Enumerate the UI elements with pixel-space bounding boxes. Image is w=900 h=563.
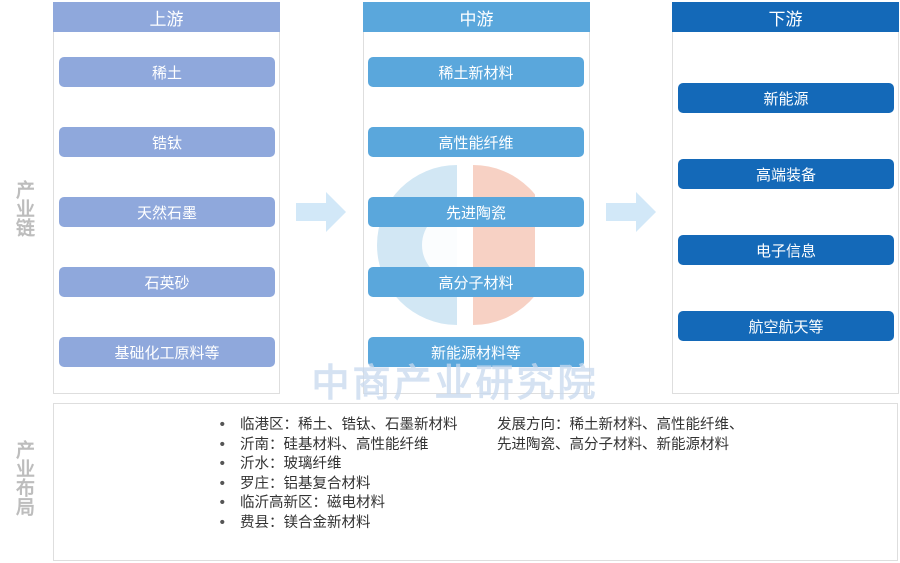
midstream-title: 中游 [459,9,494,30]
chain-side-label-text: 产业链 [13,180,35,237]
list-item: 费县：镁合金新材料 [218,514,468,534]
midstream-header: 中游 [363,2,590,32]
downstream-item-new-energy: 新能源 [678,83,894,113]
upstream-item-label: 天然石墨 [136,203,197,222]
downstream-item-electronic-information: 电子信息 [678,235,894,265]
region-list: 临港区：稀土、锆钛、石墨新材料 沂南：硅基材料、高性能纤维 沂水：玻璃纤维 罗庄… [218,416,468,533]
list-item: 临港区：稀土、锆钛、石墨新材料 [218,416,468,436]
upstream-item-label: 锆钛 [151,133,182,152]
watermark-text: 中商产业研究院 [311,361,599,405]
list-item: 沂水：玻璃纤维 [218,455,468,475]
downstream-title: 下游 [768,9,803,30]
arrow-right-icon [296,192,346,232]
downstream-item-aerospace: 航空航天等 [678,311,894,341]
midstream-item-label: 稀土新材料 [438,63,514,82]
upstream-item-basic-chemicals: 基础化工原料等 [59,337,275,367]
midstream-item-new-energy-materials: 新能源材料等 [368,337,584,367]
chain-side-label: 产业链 [12,180,36,237]
upstream-item-rare-earth: 稀土 [59,57,275,87]
upstream-title: 上游 [149,9,184,30]
layout-side-label-text: 产业布局 [13,440,35,516]
upstream-item-natural-graphite: 天然石墨 [59,197,275,227]
downstream-item-label: 新能源 [763,89,809,108]
downstream-item-label: 高端装备 [755,165,816,184]
midstream-item-label: 高分子材料 [438,273,514,292]
layout-box [53,403,898,561]
midstream-item-label: 先进陶瓷 [445,203,506,222]
downstream-header: 下游 [672,2,899,32]
midstream-item-rare-earth-materials: 稀土新材料 [368,57,584,87]
downstream-item-high-end-equipment: 高端装备 [678,159,894,189]
midstream-item-label: 高性能纤维 [438,133,514,152]
arrow-right-icon [606,192,656,232]
midstream-item-advanced-ceramics: 先进陶瓷 [368,197,584,227]
upstream-header: 上游 [53,2,280,32]
midstream-item-high-performance-fiber: 高性能纤维 [368,127,584,157]
list-item: 罗庄：铝基复合材料 [218,475,468,495]
downstream-item-label: 电子信息 [755,241,816,260]
list-item: 沂南：硅基材料、高性能纤维 [218,436,468,456]
midstream-item-label: 新能源材料等 [430,343,521,362]
upstream-item-label: 稀土 [151,63,182,82]
midstream-item-polymer-materials: 高分子材料 [368,267,584,297]
downstream-item-label: 航空航天等 [748,317,824,336]
upstream-item-quartz-sand: 石英砂 [59,267,275,297]
watermark-logo [377,165,535,325]
upstream-item-zirconium-titanium: 锆钛 [59,127,275,157]
list-item: 临沂高新区：磁电材料 [218,494,468,514]
development-direction: 发展方向：稀土新材料、高性能纤维、先进陶瓷、高分子材料、新能源材料 [497,417,744,453]
upstream-item-label: 基础化工原料等 [114,343,220,362]
layout-side-label: 产业布局 [12,440,36,516]
upstream-item-label: 石英砂 [144,273,190,292]
